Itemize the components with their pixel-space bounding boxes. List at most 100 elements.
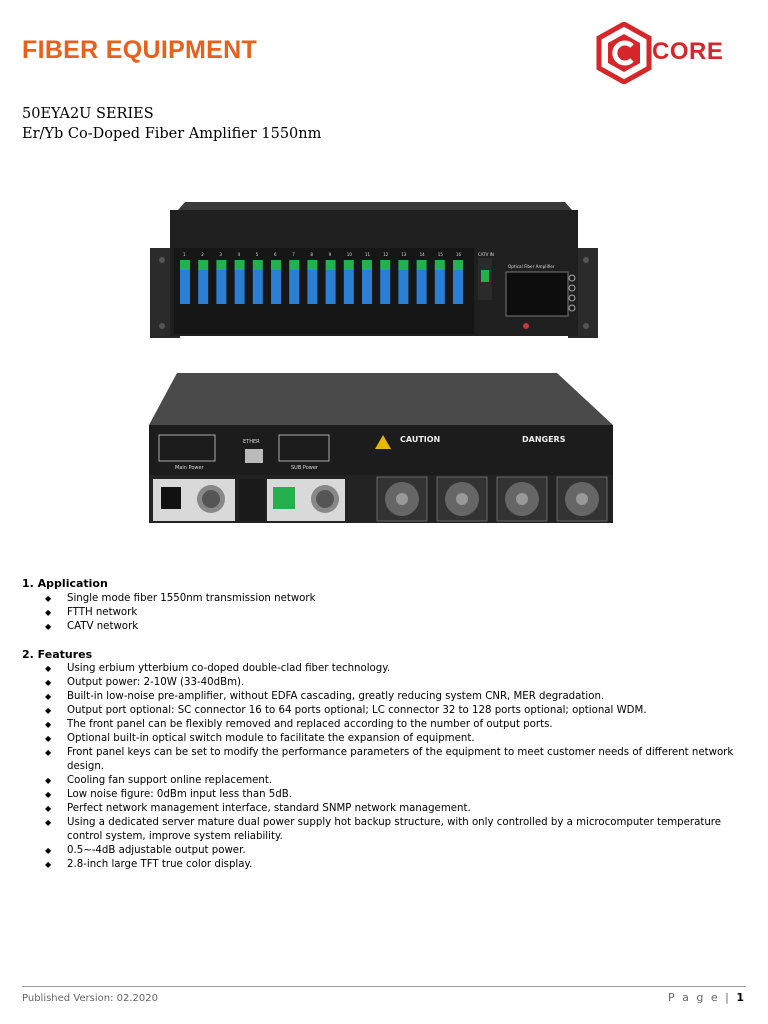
application-list: ◆Single mode fiber 1550nm transmission n… xyxy=(0,592,747,634)
list-item: ◆2.8-inch large TFT true color display. xyxy=(45,859,253,870)
port-adapter xyxy=(198,270,209,304)
published-version: Published Version: 02.2020 xyxy=(22,993,158,1004)
port-number: 10 xyxy=(347,252,353,257)
list-item: ◆Cooling fan support online replacement. xyxy=(45,775,273,786)
port-adapter xyxy=(416,270,427,304)
footer-divider xyxy=(22,986,746,987)
port-adapter xyxy=(325,270,336,304)
bullet-icon: ◆ xyxy=(45,790,52,799)
ether-label: ETHER xyxy=(243,439,260,445)
port-adapter xyxy=(180,270,190,304)
list-item: ◆Single mode fiber 1550nm transmission n… xyxy=(45,593,316,604)
port-number: 4 xyxy=(238,252,241,257)
display-title: Optical Fiber Amplifier xyxy=(508,264,555,269)
bullet-icon: ◆ xyxy=(45,692,52,701)
port-number: 5 xyxy=(256,252,259,257)
warning-icon xyxy=(375,435,391,449)
sc-connector xyxy=(453,260,463,270)
port-number: 16 xyxy=(456,252,462,257)
list-item: ◆CATV network xyxy=(45,621,139,632)
list-item: ◆Output port optional: SC connector 16 t… xyxy=(45,705,647,716)
list-item: ◆Using a dedicated server mature dual po… xyxy=(45,817,722,842)
list-item: ◆0.5~-4dB adjustable output power. xyxy=(45,845,246,856)
port-number: 3 xyxy=(219,252,222,257)
main-power-label: Main Power xyxy=(175,465,205,471)
sub-power-label: SUB Power xyxy=(291,465,319,471)
port-number: 2 xyxy=(201,252,204,257)
bullet-icon: ◆ xyxy=(45,720,52,729)
port-number: 11 xyxy=(365,252,371,257)
port-adapter xyxy=(252,270,263,304)
rear-panel-image: Main Power SUB Power ETHER CAUTION DANGE… xyxy=(149,373,613,523)
port-adapter xyxy=(289,270,300,304)
bullet-icon: ◆ xyxy=(45,748,52,757)
sc-connector xyxy=(325,260,336,270)
bullet-icon: ◆ xyxy=(45,734,52,743)
bullet-icon: ◆ xyxy=(45,678,52,687)
port-adapter xyxy=(234,270,245,304)
port-number: 12 xyxy=(383,252,389,257)
header-title: FIBER EQUIPMENT xyxy=(22,36,258,64)
list-item: ◆Built-in low-noise pre-amplifier, witho… xyxy=(45,691,605,702)
port-number: 9 xyxy=(329,252,332,257)
port-adapter xyxy=(362,270,372,304)
section-title-application: 1. Application xyxy=(22,577,108,590)
caution-label: CAUTION xyxy=(400,435,440,444)
list-item: ◆Optional built-in optical switch module… xyxy=(45,733,475,744)
sc-connector xyxy=(289,260,300,270)
port-adapter xyxy=(307,270,318,304)
port-adapter xyxy=(271,270,281,304)
display-screen xyxy=(505,271,569,317)
bullet-icon: ◆ xyxy=(45,664,52,673)
sc-connector xyxy=(271,260,281,270)
sc-connector xyxy=(380,260,391,270)
sc-connector xyxy=(434,260,445,270)
sc-connector xyxy=(398,260,409,270)
port-adapter xyxy=(453,270,463,304)
features-list: ◆Using erbium ytterbium co-doped double-… xyxy=(0,662,747,872)
sc-connector xyxy=(234,260,245,270)
bullet-icon: ◆ xyxy=(45,804,52,813)
page-indicator: P a g e | 1 xyxy=(668,991,744,1004)
list-item: ◆Front panel keys can be set to modify t… xyxy=(45,747,734,772)
port-number: 15 xyxy=(438,252,444,257)
bullet-icon: ◆ xyxy=(45,860,52,869)
list-item: ◆The front panel can be flexibly removed… xyxy=(45,719,553,730)
section-title-features: 2. Features xyxy=(22,648,93,661)
port-number: 6 xyxy=(274,252,277,257)
bullet-icon: ◆ xyxy=(45,608,52,617)
port-number: 8 xyxy=(310,252,313,257)
port-adapter xyxy=(434,270,445,304)
sc-connector xyxy=(343,260,354,270)
page-label: P a g e xyxy=(668,991,720,1004)
bullet-icon: ◆ xyxy=(45,818,52,827)
sc-connector xyxy=(180,260,190,270)
sc-connector xyxy=(252,260,263,270)
list-item: ◆FTTH network xyxy=(45,607,138,618)
logo-mark-icon xyxy=(596,22,652,84)
sc-connector xyxy=(198,260,209,270)
list-item: ◆Perfect network management interface, s… xyxy=(45,803,471,814)
product-name: Er/Yb Co-Doped Fiber Amplifier 1550nm xyxy=(22,126,322,142)
list-item: ◆Using erbium ytterbium co-doped double-… xyxy=(45,663,391,674)
core-logo: CORE xyxy=(594,22,734,84)
port-adapter xyxy=(380,270,391,304)
logo-text: CORE xyxy=(652,38,724,65)
sc-connector xyxy=(416,260,427,270)
port-number: 13 xyxy=(401,252,407,257)
bullet-icon: ◆ xyxy=(45,706,52,715)
bullet-icon: ◆ xyxy=(45,846,52,855)
bullet-icon: ◆ xyxy=(45,776,52,785)
list-item: ◆Output power: 2-10W (33-40dBm). xyxy=(45,677,245,688)
sc-connector xyxy=(216,260,227,270)
list-item: ◆Low noise figure: 0dBm input less than … xyxy=(45,789,292,800)
dangers-label: DANGERS xyxy=(522,435,566,444)
page-number: 1 xyxy=(736,991,744,1004)
port-adapter xyxy=(216,270,227,304)
catv-label: CATV IN xyxy=(478,252,494,257)
product-series: 50EYA2U SERIES xyxy=(22,106,154,122)
sc-connector xyxy=(362,260,372,270)
port-number: 7 xyxy=(292,252,295,257)
sc-connector xyxy=(307,260,318,270)
